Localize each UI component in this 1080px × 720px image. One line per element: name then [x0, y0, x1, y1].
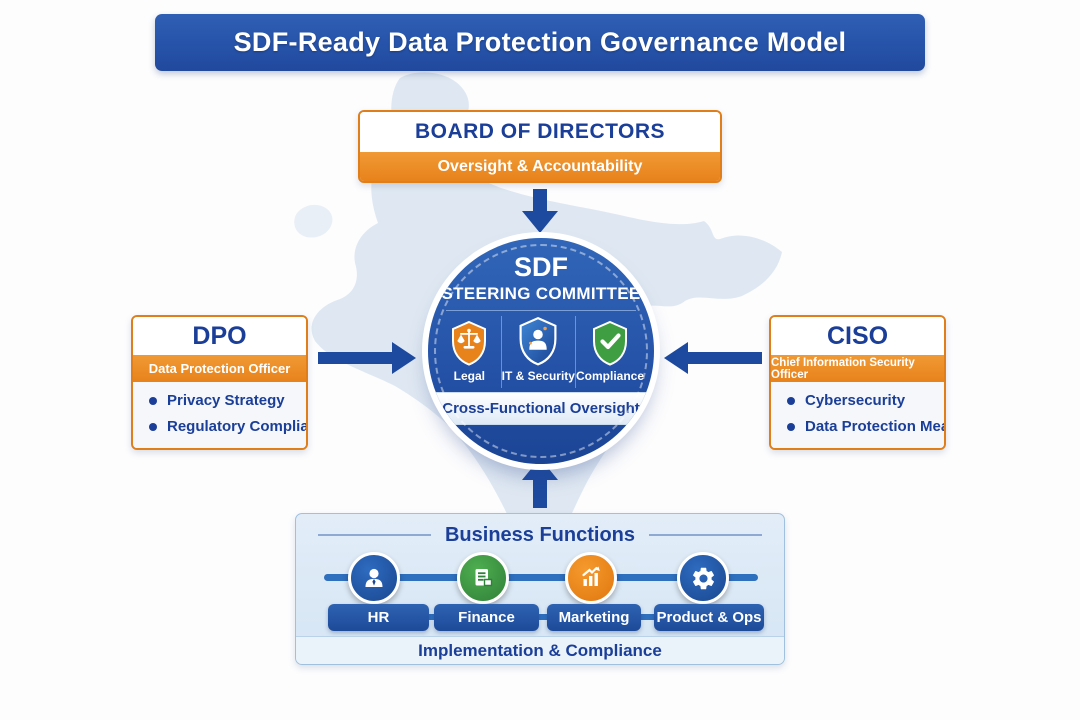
pill-product-ops: Product & Ops	[654, 604, 764, 631]
ciso-box: CISO Chief Information Security Officer …	[769, 315, 946, 450]
check-shield-icon	[590, 316, 630, 366]
board-title: BOARD OF DIRECTORS	[360, 112, 720, 152]
gear-icon	[677, 552, 729, 604]
pill-hr: HR	[328, 604, 429, 631]
bullet-dot	[149, 422, 157, 431]
pill-connector	[536, 614, 552, 620]
pill-finance: Finance	[434, 604, 539, 631]
dpo-bullets: Privacy Strategy Regulatory Compliance	[133, 382, 306, 448]
steering-committee-circle: SDF STEERING COMMITTEE	[428, 238, 654, 464]
ciso-bullets: Cybersecurity Data Protection Measures	[771, 382, 944, 448]
dpo-subtitle: Data Protection Officer	[133, 355, 306, 382]
bullet-dot	[149, 396, 157, 405]
board-of-directors-box: BOARD OF DIRECTORS Oversight & Accountab…	[358, 110, 722, 183]
divider	[446, 310, 636, 311]
pill-connector	[424, 614, 440, 620]
person-shield-icon	[515, 316, 561, 366]
committee-function-it-security: IT & Security	[500, 316, 575, 388]
ciso-subtitle: Chief Information Security Officer	[771, 355, 944, 382]
bullet-dot	[787, 422, 795, 431]
committee-title: SDF	[514, 252, 568, 282]
committee-subtitle: STEERING COMMITTEE	[441, 284, 641, 303]
connector-line	[324, 574, 758, 581]
scales-shield-icon	[449, 316, 489, 366]
person-icon	[348, 552, 400, 604]
arrow-down-icon	[522, 189, 558, 233]
page-title: SDF-Ready Data Protection Governance Mod…	[233, 27, 847, 57]
list-item: Cybersecurity	[787, 392, 932, 409]
committee-function-compliance: Compliance	[574, 316, 644, 388]
committee-function-legal: Legal	[438, 316, 501, 388]
arrow-right-icon	[318, 342, 416, 374]
list-item: Data Protection Measures	[787, 418, 944, 435]
arrow-up-icon	[522, 458, 558, 508]
document-icon	[457, 552, 509, 604]
bullet-dot	[787, 396, 795, 405]
list-item: Privacy Strategy	[149, 392, 294, 409]
business-functions-title: Business Functions	[318, 522, 762, 548]
list-item: Regulatory Compliance	[149, 418, 306, 435]
committee-banner: Cross-Functional Oversight	[428, 392, 654, 425]
pill-marketing: Marketing	[547, 604, 641, 631]
arrow-left-icon	[664, 342, 762, 374]
committee-functions: Legal	[438, 316, 644, 388]
pill-connector	[638, 614, 658, 620]
dpo-box: DPO Data Protection Officer Privacy Stra…	[131, 315, 308, 450]
board-subtitle: Oversight & Accountability	[360, 152, 720, 181]
bar-chart-icon	[565, 552, 617, 604]
business-functions-footer: Implementation & Compliance	[296, 636, 784, 664]
dpo-title: DPO	[133, 317, 306, 355]
ciso-title: CISO	[771, 317, 944, 355]
title-banner: SDF-Ready Data Protection Governance Mod…	[155, 14, 925, 71]
business-functions-panel: Business Functions	[295, 513, 785, 665]
